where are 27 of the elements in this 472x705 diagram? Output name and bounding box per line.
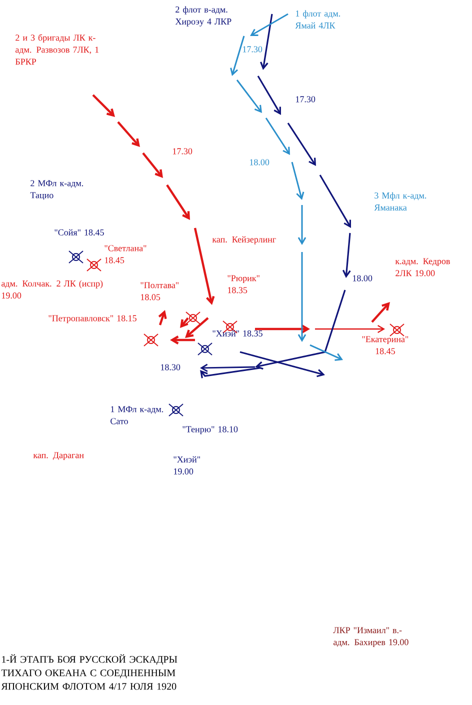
unit-label: 18.00 — [250, 159, 270, 166]
unit-label: 17.30 — [296, 96, 316, 102]
unit-label: 17.30 — [172, 148, 192, 154]
unit-label: 1 флот адм. Ямай 4ЛК — [295, 10, 340, 29]
unit-label: кап. Дараган — [33, 452, 84, 460]
unit-label: "Светлана" 18.45 — [104, 245, 146, 264]
unit-label: 2 и 3 бригады ЛК к-адм. Развозов 7ЛК, 1 БРКР — [15, 34, 99, 65]
unit-label: 17.30 — [242, 46, 262, 52]
unit-label: "Тенрю" 18.10 — [182, 426, 238, 434]
unit-label: ЛКР "Измаил" в.-адм. Бахирев 19.00 — [333, 627, 408, 648]
unit-label: 2 флот в-адм. Хироэу 4 ЛКР — [175, 6, 232, 26]
unit-label: "Екатерина" 18.45 — [362, 336, 408, 354]
unit-label: 3 Мфл к-адм. Яманака — [374, 192, 426, 211]
unit-label: 18.00 — [352, 275, 372, 282]
unit-label: 1 МФл к-адм. Сато — [110, 406, 164, 424]
unit-label: "Сойя" 18.45 — [54, 229, 104, 236]
unit-label: 18.30 — [160, 364, 180, 370]
unit-label: "Полтава" 18.05 — [140, 282, 179, 300]
title: 1-Й ЭТАПЪ БОЯ РУССКОЙ ЭСКАДРЫ ТИХАГО ОКЕАНА С СОЕДІНЕННЫМ ЯПОНСКИМ ФЛОТОМ 4/17 ЮЛЯ 1920 — [1, 654, 178, 690]
unit-label: "Хиэй" 18.35 — [212, 330, 262, 336]
unit-label: "Рюрик" 18.35 — [228, 275, 260, 294]
unit-label: к.адм. Кедров 2ЛК 19.00 — [395, 258, 450, 276]
unit-label: "Хиэй" 19.00 — [174, 456, 200, 474]
unit-label: адм. Колчак. 2 ЛК (испр) 19.00 — [2, 280, 103, 299]
unit-label: кап. Кейзерлинг — [212, 236, 276, 244]
unit-label: 2 МФл к-адм. Тацио — [30, 180, 84, 200]
unit-label: "Петропавловск" 18.15 — [48, 315, 136, 324]
